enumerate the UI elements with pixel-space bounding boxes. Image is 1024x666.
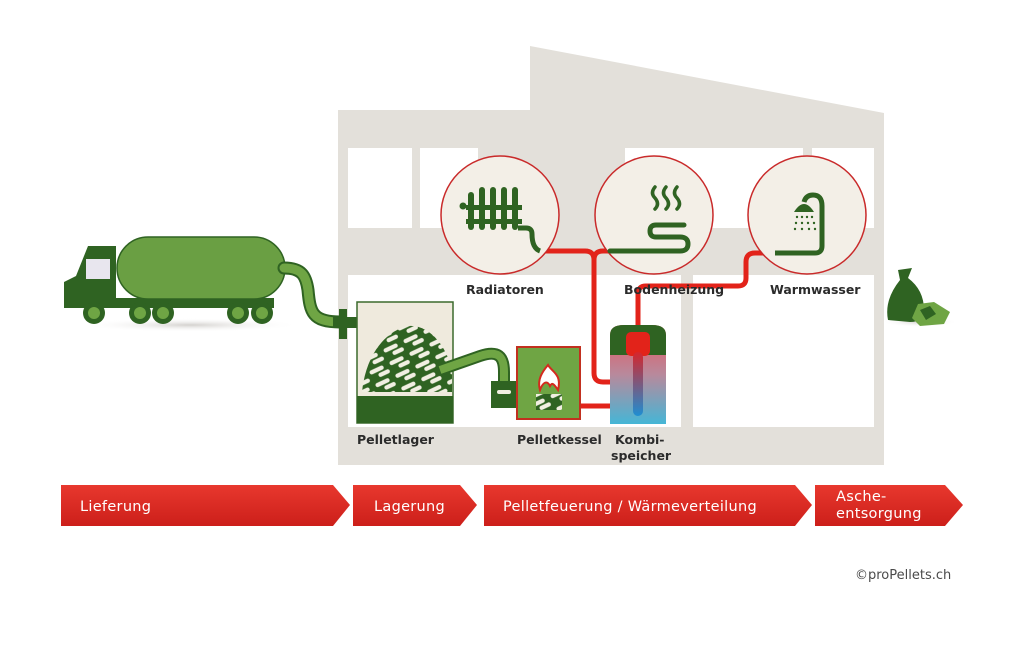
process-step-label: Lagerung — [374, 499, 445, 515]
heating-pipes — [535, 248, 778, 409]
pellet-storage — [356, 301, 517, 424]
ash-bag-icon — [882, 268, 958, 327]
combi-storage-label-line1: Kombi- — [615, 432, 665, 447]
flame-icon — [538, 363, 560, 394]
floor-heating-label: Bodenheizung — [624, 282, 724, 297]
process-step-firing: Pelletfeuerung / Wärmeverteilung — [484, 485, 812, 526]
process-step-label-line1: Asche- — [836, 489, 887, 505]
radiator-icon — [459, 187, 542, 254]
shower-icon — [775, 192, 825, 256]
process-step-label-line2: entsorgung — [836, 506, 922, 522]
pellet-boiler-label: Pelletkessel — [517, 432, 602, 447]
process-steps: Lieferung Lagerung Pelletfeuerung / Wärm… — [61, 485, 963, 526]
process-step-ash-disposal: Asche- entsorgung — [815, 485, 963, 526]
pellet-storage-label: Pelletlager — [357, 432, 435, 447]
process-step-label: Lieferung — [80, 499, 151, 515]
process-step-storage: Lagerung — [353, 485, 477, 526]
consumer-floor-heating — [594, 155, 714, 275]
hot-water-label: Warmwasser — [770, 282, 861, 297]
floor-heating-icon — [607, 185, 691, 254]
copyright: ©proPellets.ch — [855, 568, 951, 583]
process-step-delivery: Lieferung — [61, 485, 350, 526]
pellet-boiler — [516, 346, 581, 420]
combi-storage-label-line2: speicher — [611, 448, 672, 463]
room-basement-right — [693, 275, 874, 427]
process-step-label: Pelletfeuerung / Wärmeverteilung — [503, 499, 757, 515]
tanker-truck-icon — [64, 236, 377, 339]
consumer-hot-water — [747, 155, 867, 275]
pellet-pile-icon — [362, 325, 452, 392]
window — [348, 148, 412, 228]
buffer-tank-icon — [610, 325, 666, 424]
consumer-radiators — [440, 155, 560, 275]
radiators-label: Radiatoren — [466, 282, 544, 297]
